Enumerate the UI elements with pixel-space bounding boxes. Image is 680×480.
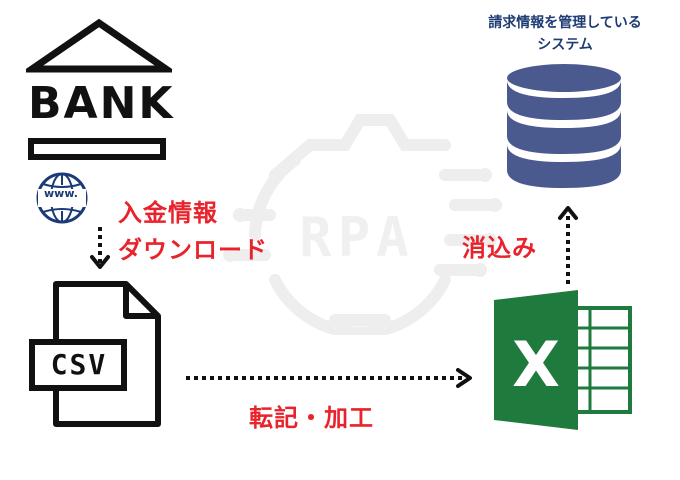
reconcile-step-label: 消込み (462, 234, 537, 262)
bank-label: BANK (28, 78, 175, 129)
system-label: 請求情報を管理している システム (460, 12, 670, 56)
csv-file-icon (29, 281, 161, 427)
transfer-arrow (186, 368, 472, 388)
csv-label: CSV (50, 348, 108, 381)
globe-icon (36, 172, 88, 224)
bank-base-bar (28, 138, 166, 160)
svg-text:X: X (512, 328, 560, 401)
bank-roof-icon (26, 18, 172, 73)
excel-icon: X (494, 290, 632, 430)
reconcile-arrow (558, 206, 578, 288)
rpa-watermark-text: RPA (299, 206, 415, 269)
rpa-gear-watermark (223, 114, 502, 335)
transfer-step-label: 転記・加工 (249, 404, 374, 432)
system-label-line2: システム (537, 37, 593, 53)
database-icon (507, 64, 621, 188)
system-label-line1: 請求情報を管理している (488, 15, 642, 31)
www-label: www. (44, 187, 78, 200)
download-step-label-1: 入金情報 (118, 199, 218, 227)
download-step-label-2: ダウンロード (118, 236, 268, 264)
download-arrow (90, 227, 110, 269)
